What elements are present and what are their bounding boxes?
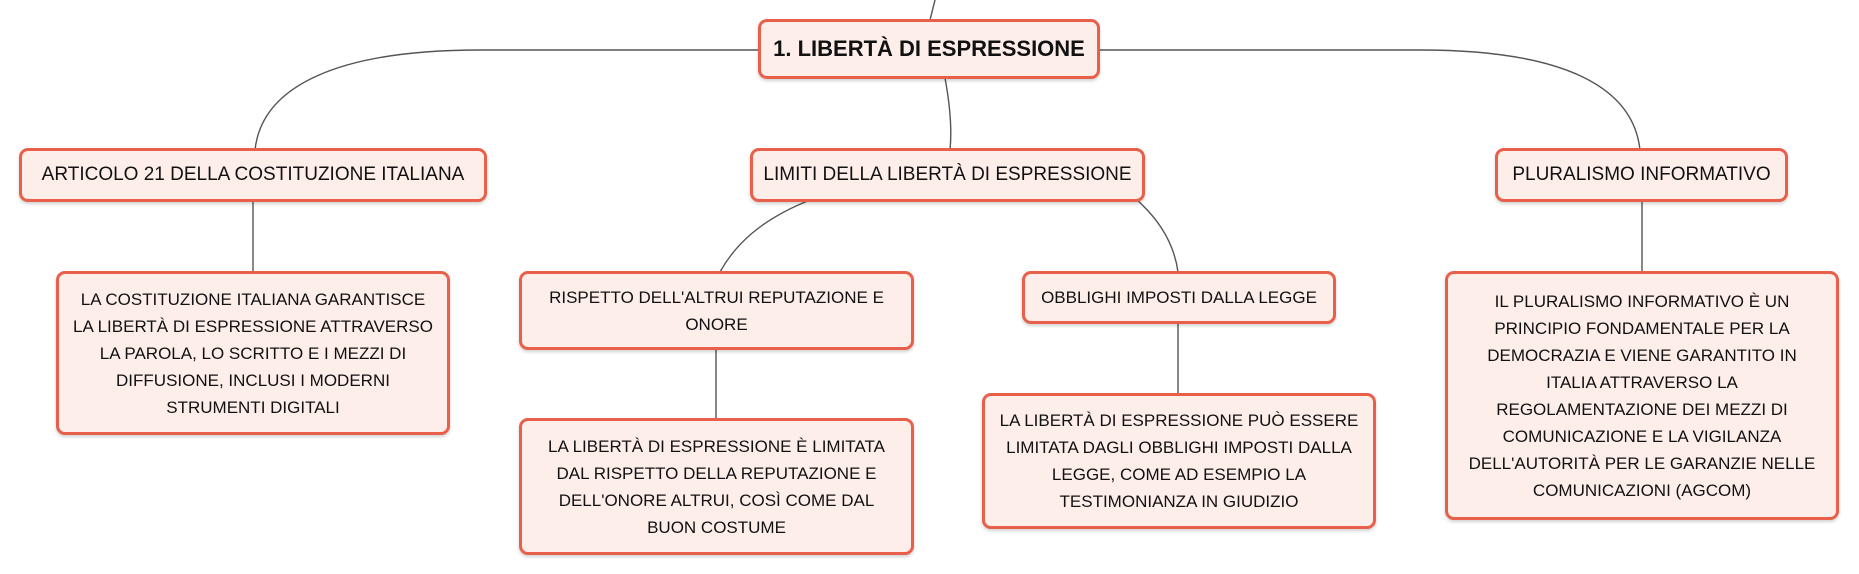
connector-root-articolo <box>254 49 760 151</box>
detail-node-rispetto[interactable]: LA LIBERTÀ DI ESPRESSIONE È LIMITATA DAL… <box>519 418 914 555</box>
detail-text-articolo-21: LA COSTITUZIONE ITALIANA GARANTISCE LA L… <box>73 289 433 417</box>
detail-text-obblighi: LA LIBERTÀ DI ESPRESSIONE PUÒ ESSERE LIM… <box>999 411 1359 511</box>
topic-node-articolo-21[interactable]: ARTICOLO 21 DELLA COSTITUZIONE ITALIANA <box>19 148 487 202</box>
detail-text-rispetto: LA LIBERTÀ DI ESPRESSIONE È LIMITATA DAL… <box>548 436 885 537</box>
detail-node-articolo-21[interactable]: LA COSTITUZIONE ITALIANA GARANTISCE LA L… <box>56 271 450 435</box>
topic-label-articolo-21: ARTICOLO 21 DELLA COSTITUZIONE ITALIANA <box>41 164 465 185</box>
detail-node-pluralismo[interactable]: IL PLURALISMO INFORMATIVO È UN PRINCIPIO… <box>1445 271 1839 520</box>
root-label: 1. LIBERTÀ DI ESPRESSIONE <box>773 36 1085 61</box>
detail-node-obblighi[interactable]: LA LIBERTÀ DI ESPRESSIONE PUÒ ESSERE LIM… <box>982 393 1376 529</box>
connector-root-limiti <box>944 77 952 151</box>
topic-label-limiti: LIMITI DELLA LIBERTÀ DI ESPRESSIONE <box>763 164 1132 185</box>
subtopic-node-rispetto[interactable]: RISPETTO DELL'ALTRUI REPUTAZIONE E ONORE <box>519 271 914 350</box>
connector-root-pluralismo <box>1100 49 1641 151</box>
detail-text-pluralismo: IL PLURALISMO INFORMATIVO È UN PRINCIPIO… <box>1468 291 1816 500</box>
root-node[interactable]: 1. LIBERTÀ DI ESPRESSIONE <box>758 19 1100 79</box>
topic-node-pluralismo[interactable]: PLURALISMO INFORMATIVO <box>1495 148 1788 202</box>
connector-root-parent <box>929 0 936 21</box>
connector-limiti-rispetto <box>719 199 811 273</box>
subtopic-label-obblighi: OBBLIGHI IMPOSTI DALLA LEGGE <box>1041 288 1317 307</box>
topic-node-limiti[interactable]: LIMITI DELLA LIBERTÀ DI ESPRESSIONE <box>750 148 1145 202</box>
subtopic-node-obblighi[interactable]: OBBLIGHI IMPOSTI DALLA LEGGE <box>1022 271 1336 324</box>
topic-label-pluralismo: PLURALISMO INFORMATIVO <box>1512 164 1771 185</box>
connector-limiti-obblighi <box>1136 199 1179 273</box>
subtopic-label-rispetto: RISPETTO DELL'ALTRUI REPUTAZIONE E ONORE <box>549 287 884 334</box>
